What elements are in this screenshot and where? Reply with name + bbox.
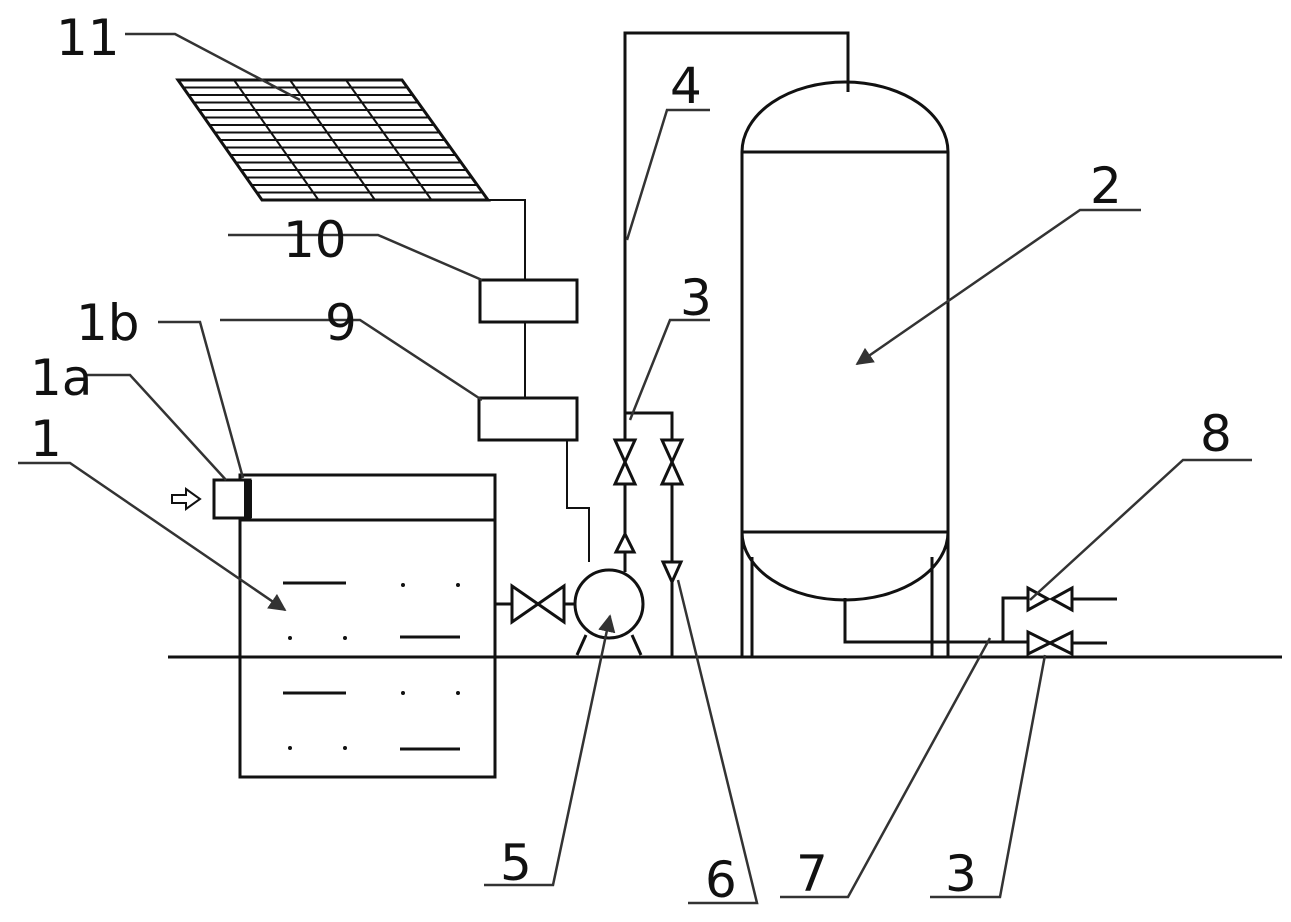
solar-panel-icon <box>175 78 491 202</box>
label-1a: 1a <box>30 349 92 407</box>
label-8: 8 <box>1200 405 1232 463</box>
pressure-tank-2 <box>740 80 950 657</box>
label-2: 2 <box>1090 157 1122 215</box>
solar-wire <box>488 199 526 280</box>
label-6: 6 <box>705 851 737 909</box>
check-valve-icon <box>613 530 637 554</box>
label-5: 5 <box>500 834 532 892</box>
controller-box-10 <box>478 278 579 324</box>
leader-lines <box>18 32 1252 905</box>
label-7: 7 <box>796 845 828 903</box>
wire-9-pump <box>566 440 590 562</box>
label-1: 1 <box>30 410 62 468</box>
control-box-9 <box>477 396 579 442</box>
arrow-right-icon <box>171 487 202 511</box>
valve-icon <box>612 438 638 486</box>
outlet-pipe-7 <box>843 596 1028 644</box>
check-valve-icon <box>660 560 684 586</box>
valve-icon <box>1026 629 1074 657</box>
label-10: 10 <box>283 211 347 269</box>
pump-icon <box>573 568 645 656</box>
water-tank-1 <box>238 473 497 779</box>
discharge-pipe-4 <box>623 31 850 572</box>
valve-icon <box>510 583 566 625</box>
label-3-bottom: 3 <box>945 845 977 903</box>
label-11: 11 <box>56 9 120 67</box>
label-3-top: 3 <box>680 269 712 327</box>
label-4: 4 <box>670 57 702 115</box>
valve-icon <box>659 438 685 486</box>
label-9: 9 <box>325 294 357 352</box>
inlet-filter-1b <box>244 480 252 518</box>
label-1b: 1b <box>76 294 140 352</box>
valve-icon <box>1026 585 1074 613</box>
